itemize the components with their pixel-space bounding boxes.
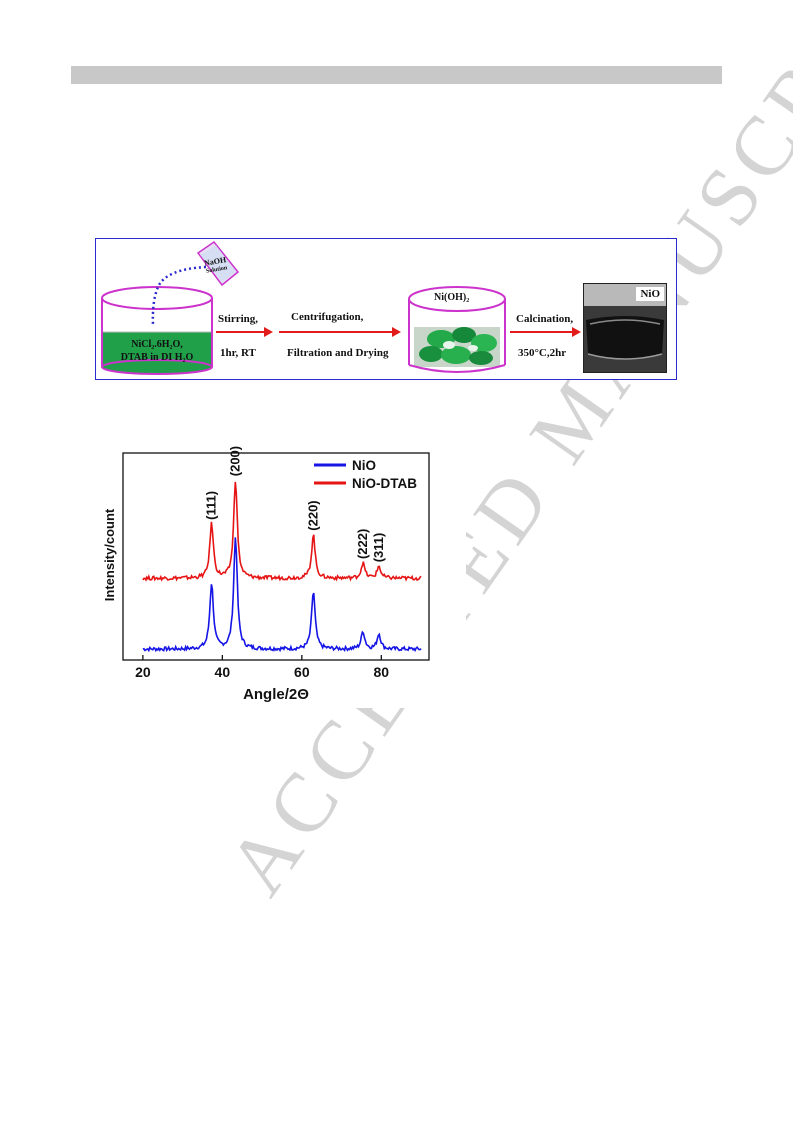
- beaker-1-label-line1: NiCl₂.6H₂O,: [131, 339, 183, 350]
- series-line-nio: [142, 537, 422, 653]
- step3-top-label: Calcination,: [516, 313, 574, 325]
- peak-label: (111): [204, 491, 219, 520]
- peak-label: (311): [371, 533, 386, 563]
- product-dish: [586, 316, 664, 360]
- x-tick-label: 20: [135, 664, 151, 680]
- pour-line: [151, 265, 207, 326]
- beaker-1-label: NiCl₂.6H₂O, DTAB in DI H₂O: [102, 338, 212, 364]
- arrow-3: [510, 327, 581, 337]
- xrd-chart-svg: 20 40 60 80 (111) (200) (220) (222)(311) NiO Ni…: [102, 446, 430, 703]
- x-tick-label: 80: [374, 664, 390, 680]
- step2-bottom-label: Filtration and Drying: [287, 347, 389, 359]
- xrd-chart: 20 40 60 80 (111) (200) (220) (222)(311) NiO Ni…: [96, 443, 466, 708]
- x-tick-label: 60: [294, 664, 310, 680]
- synthesis-scheme: NaOH Solution NiCl₂.6H₂O, DTAB in DI H₂O…: [95, 238, 677, 380]
- step1-top-label: Stirring,: [218, 313, 259, 325]
- beaker-2: [408, 286, 506, 373]
- y-axis-label: Intensity/count: [102, 508, 117, 601]
- product-label: NiO: [636, 287, 664, 301]
- step1-bottom-label: 1hr, RT: [220, 347, 256, 359]
- arrow-2: [279, 327, 401, 337]
- header-bar: [71, 66, 722, 84]
- beaker-1-label-line2: DTAB in DI H₂O: [120, 352, 194, 363]
- scheme-graphics: [101, 240, 581, 375]
- x-axis-label: Angle/2Θ: [243, 686, 309, 703]
- series-line-nio-dtab: [142, 481, 422, 582]
- x-tick-label: 40: [215, 664, 231, 680]
- legend-label-nio-dtab: NiO-DTAB: [352, 476, 417, 491]
- product-photo: NiO: [583, 283, 667, 373]
- peak-label: (222): [355, 529, 370, 559]
- peak-label: (200): [227, 446, 242, 476]
- plot-frame: [122, 452, 430, 661]
- arrow-1: [216, 327, 273, 337]
- step2-top-label: Centrifugation,: [291, 311, 364, 323]
- peak-label: (220): [305, 500, 320, 530]
- naoh-bottle: [196, 240, 240, 287]
- step3-bottom-label: 350°C,2hr: [518, 347, 567, 359]
- intermediate-label: Ni(OH)₂: [434, 292, 470, 303]
- beaker-1: [101, 286, 213, 375]
- legend-label-nio: NiO: [352, 458, 376, 473]
